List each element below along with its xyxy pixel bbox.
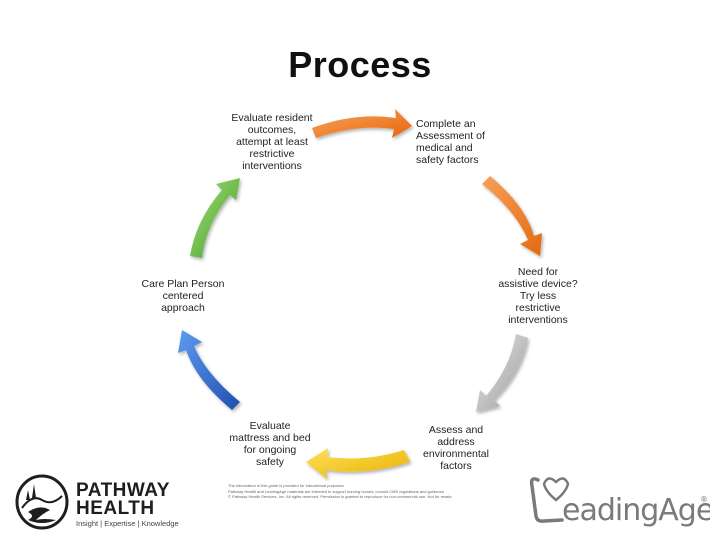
leadingage-logo: eadingAge ® — [528, 472, 710, 530]
slide-title: Process — [288, 44, 432, 85]
step-complete-assessment: Complete an Assessment of medical and sa… — [416, 118, 485, 166]
step-evaluate-outcomes: Evaluate resident outcomes, attempt at l… — [231, 112, 313, 172]
step-evaluate-mattress: Evaluate mattress and bed for ongoing sa… — [229, 420, 311, 468]
arrow-upper-right-orange — [482, 176, 542, 256]
pathway-health-emblem-icon — [15, 474, 69, 530]
arrow-upper-left-green — [190, 178, 240, 258]
step-care-plan: Care Plan Person centered approach — [141, 278, 225, 314]
pathway-logo-tagline: Insight | Expertise | Knowledge — [76, 519, 179, 528]
leadingage-registered-mark: ® — [700, 495, 708, 504]
arrow-bottom-yellow — [306, 448, 410, 479]
pathway-logo-line-1: PATHWAY — [76, 480, 170, 501]
footer-fine-print: The information in this guide is provide… — [228, 483, 528, 500]
arrow-lower-right-gray — [476, 334, 528, 412]
arrow-top-orange — [312, 109, 412, 138]
footer-line: The information in this guide is provide… — [228, 483, 344, 488]
leadingage-wordmark-text: eadingAge — [562, 493, 710, 528]
footer-line: © Pathway Health Services, Inc. All righ… — [228, 494, 453, 499]
pathway-logo-line-2: HEALTH — [76, 498, 155, 519]
arrow-lower-left-blue — [178, 330, 240, 410]
step-need-assistive-device: Need for assistive device? Try less rest… — [498, 266, 578, 326]
footer-line: Pathway Health and LeadingAge materials … — [228, 488, 444, 494]
leadingage-wordmark-icon: eadingAge ® — [529, 477, 710, 528]
pathway-health-logo: PATHWAY HEALTH Insight | Expertise | Kno… — [14, 474, 184, 530]
step-assess-environment: Assess and address environmental factors — [423, 424, 489, 472]
